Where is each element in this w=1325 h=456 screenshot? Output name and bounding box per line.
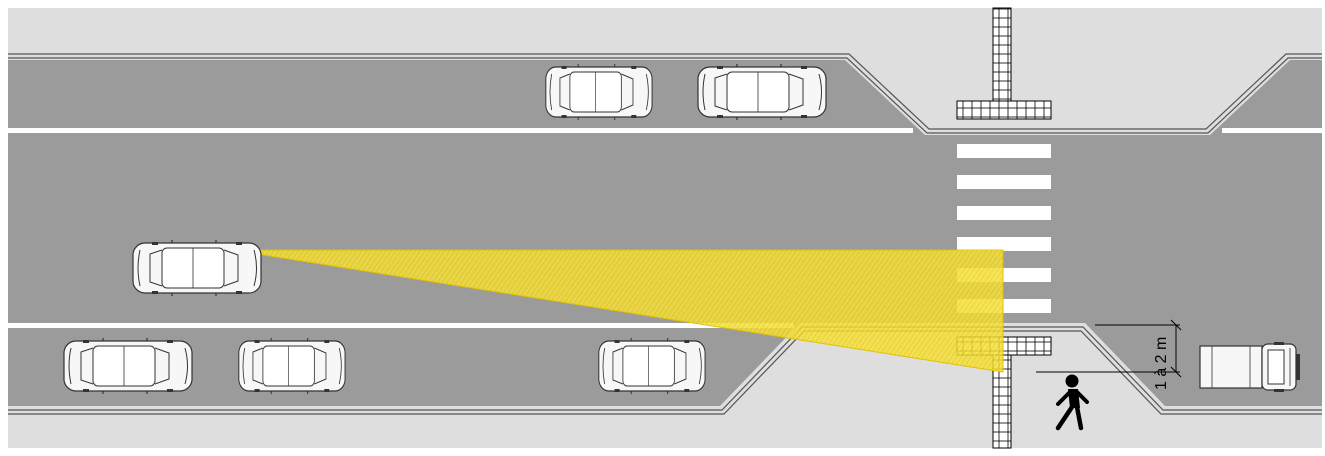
lane-line-bottom [8,323,794,328]
visibility-cone [231,249,1004,373]
car-icon [238,337,346,395]
lane-line-top [8,128,913,133]
pedestrian-icon [1055,374,1089,431]
car-icon [63,337,193,395]
car-icon [132,239,262,297]
truck-icon [1199,341,1301,393]
lane-line-top-right [1222,128,1322,133]
tactile-paving-top [956,7,1052,120]
car-icon [697,63,827,121]
car-icon [598,337,706,395]
car-icon [545,63,653,121]
dimension-label: 1 à 2 m [1153,337,1170,390]
dimension-marker [1036,319,1182,378]
